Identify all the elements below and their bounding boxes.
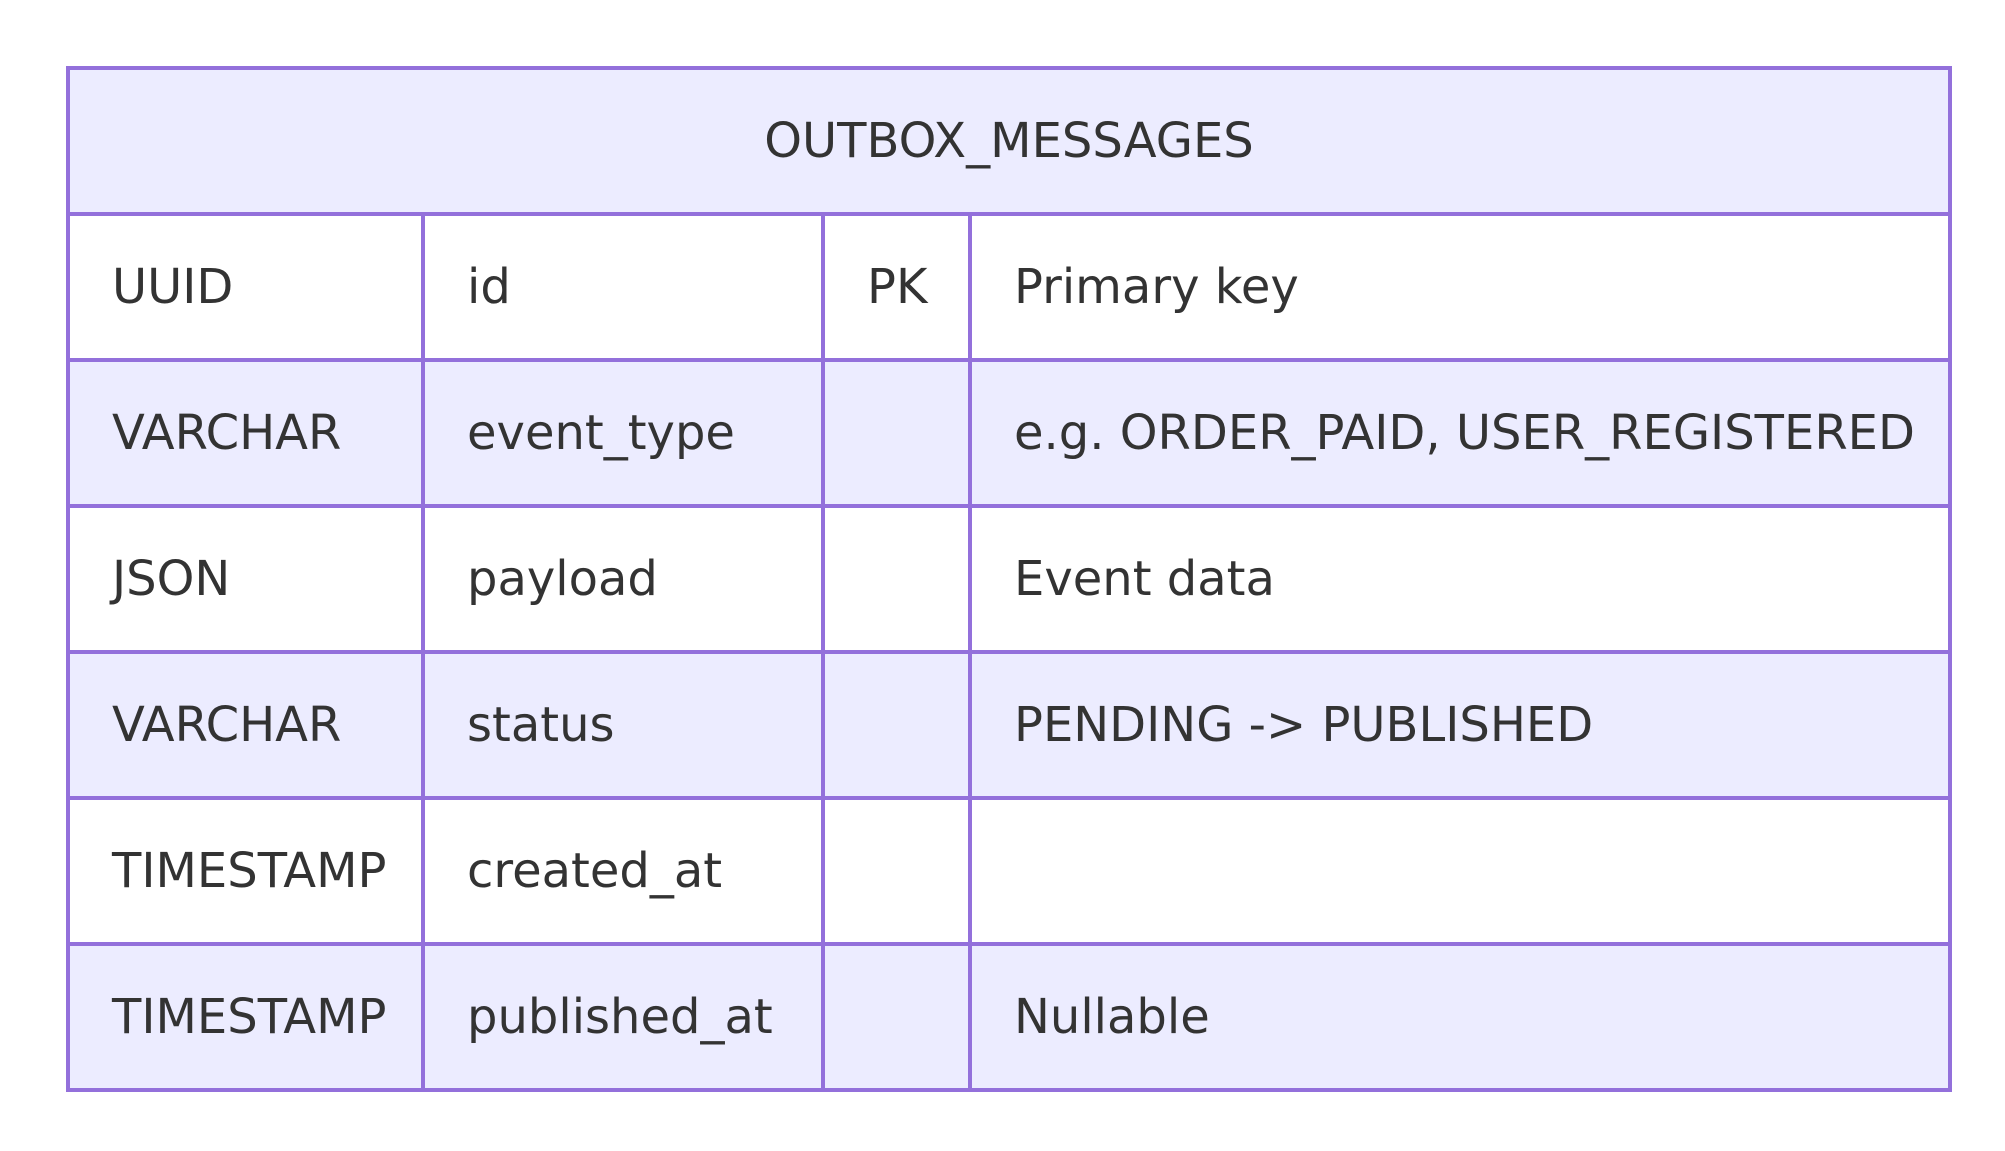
attribute-name: payload [467, 551, 658, 607]
attribute-row-bg [68, 214, 1950, 360]
attribute-name: id [467, 259, 511, 315]
attribute-comment: PENDING -> PUBLISHED [1014, 697, 1593, 753]
attribute-row-bg [68, 506, 1950, 652]
attribute-type: TIMESTAMP [111, 989, 386, 1045]
attribute-comment: e.g. ORDER_PAID, USER_REGISTERED [1014, 405, 1915, 461]
attribute-type: JSON [109, 551, 230, 607]
attribute-type: UUID [112, 259, 233, 315]
attribute-row-bg [68, 798, 1950, 944]
attribute-name: status [467, 697, 615, 753]
attribute-comment: Nullable [1014, 989, 1210, 1045]
entity-header-bg [68, 68, 1950, 214]
entity-text: OUTBOX_MESSAGES UUID id PK Primary keyVARCHA… [109, 113, 1915, 1045]
attribute-type: TIMESTAMP [111, 843, 386, 899]
attribute-comment: Event data [1014, 551, 1275, 607]
entity-title: OUTBOX_MESSAGES [764, 113, 1253, 169]
attribute-name: published_at [467, 989, 773, 1045]
attribute-type: VARCHAR [112, 697, 341, 753]
attribute-name: event_type [467, 405, 735, 461]
attribute-comment: Primary key [1014, 259, 1299, 315]
attribute-name: created_at [467, 843, 722, 899]
attribute-key: PK [867, 259, 929, 315]
entity-grid-lines [66, 66, 1952, 1092]
entity-rows [68, 68, 1950, 1090]
attribute-type: VARCHAR [112, 405, 341, 461]
attribute-row-bg [68, 944, 1950, 1090]
attribute-row-bg [68, 360, 1950, 506]
attribute-row-bg [68, 652, 1950, 798]
